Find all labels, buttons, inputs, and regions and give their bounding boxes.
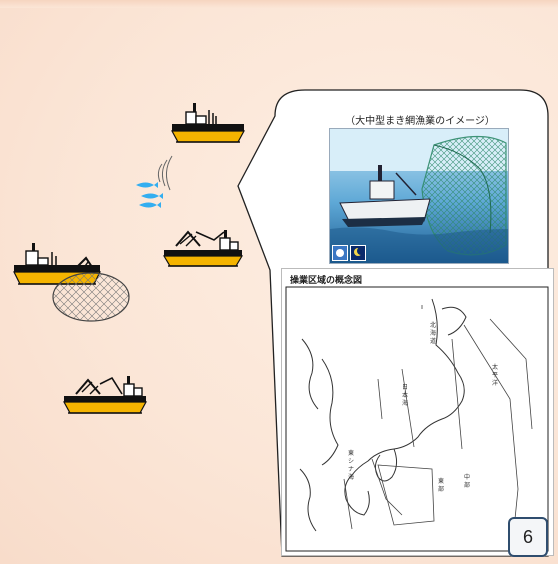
svg-text:太: 太 <box>492 363 498 371</box>
svg-text:北: 北 <box>430 321 436 329</box>
net-vessel-right <box>162 230 244 267</box>
svg-text:シ: シ <box>348 458 354 465</box>
fish-school <box>136 182 163 208</box>
svg-text:部: 部 <box>438 485 444 493</box>
svg-text:海: 海 <box>348 473 354 481</box>
day-night-icons <box>332 245 366 261</box>
net-vessel-bottom <box>62 376 148 414</box>
purse-seine-illustration <box>329 128 509 264</box>
operation-area-map: 操業区域の概念図 北 <box>281 268 554 556</box>
net-vessel-left <box>13 243 130 322</box>
svg-text:中: 中 <box>464 473 470 481</box>
svg-text:日: 日 <box>402 384 408 391</box>
svg-text:部: 部 <box>464 481 470 489</box>
svg-text:海: 海 <box>402 399 408 407</box>
svg-text:東: 東 <box>348 449 354 457</box>
svg-text:海: 海 <box>430 329 436 337</box>
svg-text:道: 道 <box>430 337 436 345</box>
svg-text:本: 本 <box>402 391 408 399</box>
search-vessel <box>170 103 246 143</box>
svg-text:洋: 洋 <box>492 379 498 387</box>
moon-icon <box>350 245 366 261</box>
map-title: 操業区域の概念図 <box>290 276 363 286</box>
sun-icon <box>332 245 348 261</box>
sonar-waves <box>157 155 173 191</box>
svg-text:東: 東 <box>438 477 444 485</box>
page-number: 6 <box>508 517 548 557</box>
callout-title: （大中型まき網漁業のイメージ） <box>345 116 495 127</box>
top-band <box>0 0 558 8</box>
svg-text:ナ: ナ <box>348 466 354 473</box>
svg-text:平: 平 <box>492 372 498 379</box>
